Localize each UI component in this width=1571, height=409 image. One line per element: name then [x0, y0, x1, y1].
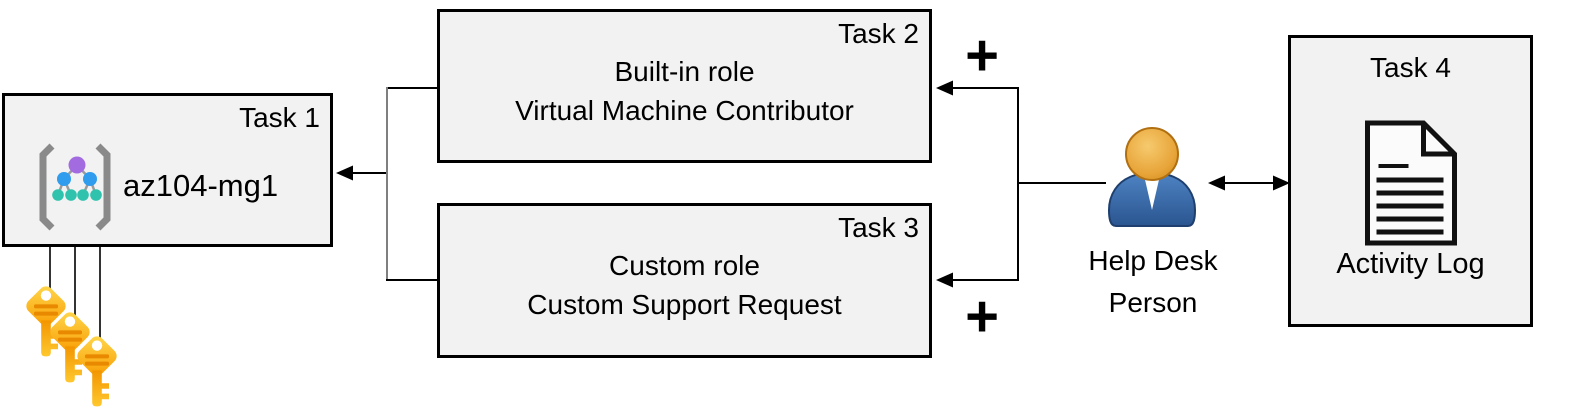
plus-icon: + [965, 284, 999, 349]
arrowhead-toward-person [1208, 175, 1225, 191]
mg-leaf-node [65, 189, 77, 201]
mg-leaf-node [90, 189, 102, 201]
task4-caption: Activity Log [1336, 248, 1485, 280]
mg-leaf-node [52, 189, 64, 201]
document-page [1364, 120, 1457, 246]
task3-role-name: Custom Support Request [527, 289, 842, 320]
mg-root-node [68, 156, 86, 174]
mg-mid-node [57, 172, 71, 186]
help-desk-person-icon [1107, 127, 1197, 227]
management-group-name: az104-mg1 [123, 168, 279, 203]
mg-mid-node [83, 172, 97, 186]
key-icon [47, 309, 93, 383]
task2-role-type: Built-in role [614, 56, 755, 87]
task3-label: Task 3 [838, 212, 919, 243]
task2-role-name: Virtual Machine Contributor [515, 95, 854, 126]
mg-left-bracket [39, 143, 55, 231]
help-desk-person [1106, 124, 1198, 228]
management-group-icon [39, 143, 111, 231]
activity-log-document-icon [1364, 120, 1457, 246]
task3-box: Task 3 Custom role Custom Support Reques… [437, 203, 932, 358]
task1-label: Task 1 [239, 102, 320, 133]
mg-right-bracket [95, 143, 111, 231]
arrowhead-task3 [936, 272, 953, 288]
key-icon [23, 283, 69, 357]
task1-box: Task 1 az104-mg1 [2, 93, 333, 247]
person-collar [1143, 171, 1161, 210]
task3-role-type: Custom role [609, 250, 760, 281]
document-fold [1420, 123, 1454, 157]
task2-label: Task 2 [838, 18, 919, 49]
person-name-line1: Help Desk [1088, 245, 1218, 276]
person-head [1125, 127, 1179, 181]
arrowhead-task2 [936, 80, 953, 96]
task4-box: Task 4 Activity Log [1288, 35, 1533, 327]
person-name-line2: Person [1108, 287, 1198, 318]
keys-group [23, 283, 120, 407]
task4-label: Task 4 [1370, 52, 1451, 83]
key-icon [74, 333, 120, 407]
task2-box: Task 2 Built-in role Virtual Machine Con… [437, 9, 932, 163]
document-text-lines [1376, 164, 1443, 235]
mg-leaf-node [77, 189, 89, 201]
plus-icon: + [965, 23, 999, 88]
arrowhead-task1 [336, 165, 353, 181]
